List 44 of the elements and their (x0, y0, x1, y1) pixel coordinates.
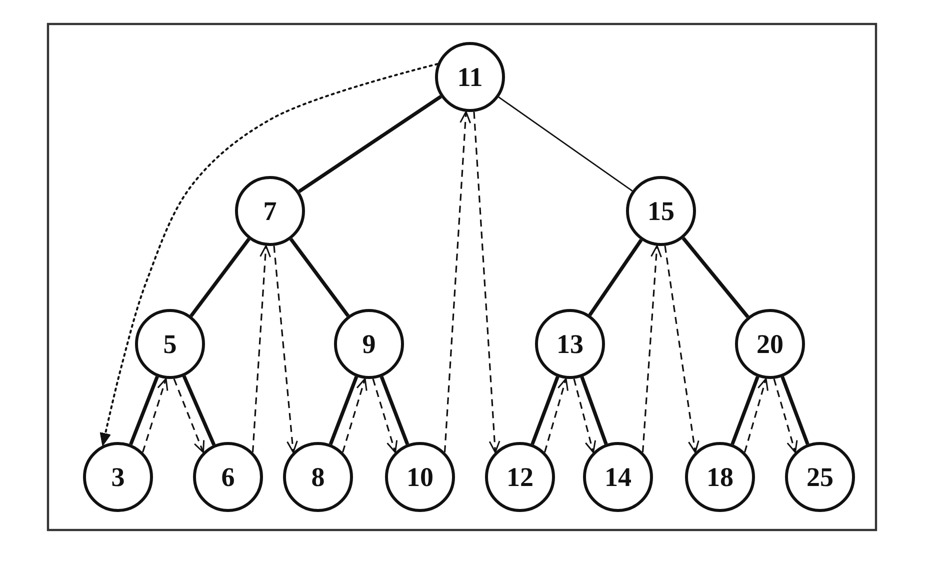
dashed-arrow (773, 378, 798, 453)
dashed-arrow (372, 378, 398, 453)
tree-node: 11 (435, 42, 505, 112)
tree-edge (380, 376, 410, 445)
tree-edge (530, 376, 560, 445)
tree-edge (328, 376, 358, 445)
tree-node: 18 (685, 442, 755, 512)
tree-node: 6 (193, 442, 263, 512)
tree-node: 10 (385, 442, 455, 512)
dashed-arrow (142, 378, 168, 452)
dashed-arrow (273, 246, 298, 453)
dashed-arrow (544, 378, 568, 452)
tree-node: 25 (785, 442, 855, 512)
tree-node: 5 (135, 309, 205, 379)
tree-node: 15 (626, 176, 696, 246)
tree-node: 3 (83, 442, 153, 512)
tree-node: 12 (485, 442, 555, 512)
tree-edge (780, 376, 810, 445)
dashed-arrow (744, 378, 768, 452)
tree-node: 13 (535, 309, 605, 379)
tree-edge (182, 375, 216, 446)
dashed-arrow (342, 378, 368, 452)
tree-node: 20 (735, 309, 805, 379)
tree-node: 9 (334, 309, 404, 379)
dashed-arrow (573, 378, 596, 453)
tree-edge (298, 94, 442, 194)
tree-node: 7 (235, 176, 305, 246)
dashed-arrow (664, 246, 700, 453)
dashed-arrow (642, 245, 662, 452)
tree-edge (682, 236, 750, 318)
tree-edge (498, 96, 633, 192)
tree-node: 14 (583, 442, 653, 512)
tree-edge (588, 238, 643, 316)
dashed-arrow (252, 245, 272, 452)
tree-edge (580, 376, 608, 445)
dashed-arrow (173, 378, 205, 453)
dashed-arrow (473, 112, 500, 453)
tree-edge (129, 376, 159, 446)
dotted-arrow (100, 63, 438, 447)
tree-edge (190, 238, 250, 318)
tree-edge (289, 238, 350, 317)
tree-node: 8 (283, 442, 353, 512)
dashed-arrow (444, 111, 472, 452)
tree-edge (730, 376, 760, 445)
